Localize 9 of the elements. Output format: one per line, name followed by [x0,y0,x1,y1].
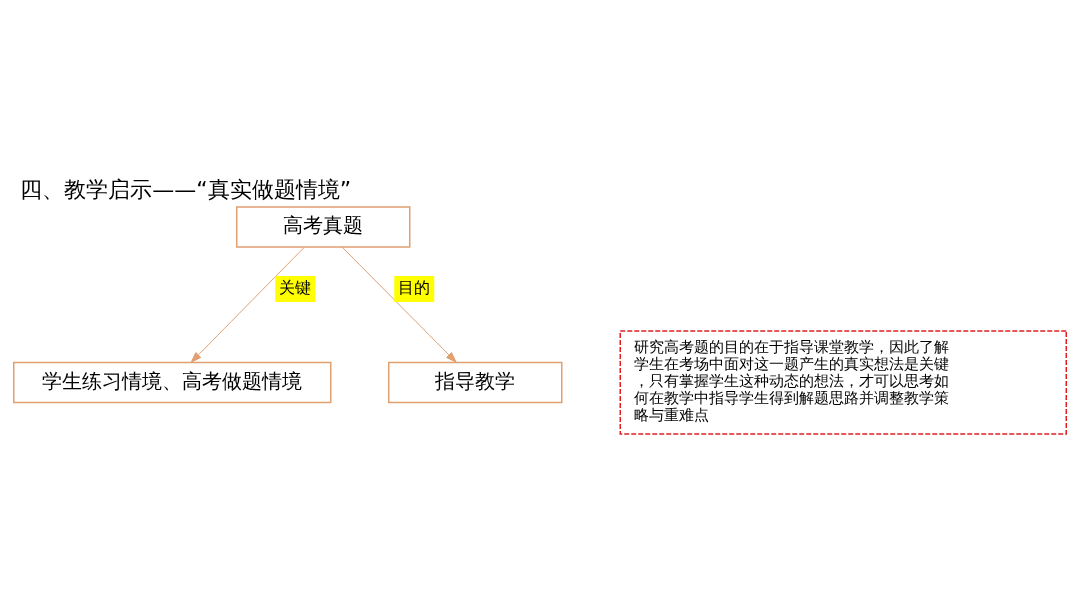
arrow [341,246,457,363]
edge-label: 关键 [279,277,312,297]
arrow [190,246,305,363]
node-box: 学生练习情境、高考做题情境 [13,361,332,403]
edge-label: 目的 [398,277,431,297]
node-box: 高考真题 [236,205,411,248]
diagram-title: 四、教学启示——“真实做题情境” [20,176,352,202]
node-box: 指导教学 [388,361,563,403]
node-box: 研究高考题的目的在于指导课堂教学，因此了解学生在考场中面对这一题产生的真实想法是关键，只有掌握学生这种动态的想法，才可以思考如何在教学中指导学生得到解题思路并调整教学策略与重难点 [619,329,1067,435]
